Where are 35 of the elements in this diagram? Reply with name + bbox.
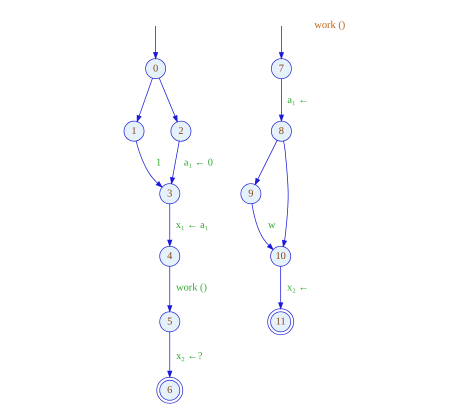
arrow — [135, 140, 162, 188]
edge-label: 1 — [155, 158, 161, 169]
edge-label: work () — [176, 282, 207, 294]
edge-label: x₁ ← a₁ — [175, 220, 208, 232]
arrow — [278, 266, 283, 310]
arrow — [282, 140, 288, 248]
arrow — [278, 26, 284, 60]
arrow — [166, 204, 172, 248]
edge-label: x₂ ←? — [176, 351, 202, 362]
arrow — [170, 140, 180, 185]
arrow — [152, 26, 158, 60]
node-circle: 9 — [240, 183, 261, 204]
node-circle: 5 — [158, 311, 180, 332]
edge-label: x₂ ← — [286, 282, 308, 294]
edge-label: a₁ ← 0 — [183, 158, 212, 169]
node-circle: 3 — [158, 183, 180, 204]
arrow — [136, 78, 152, 123]
node-circle: 11 — [266, 308, 294, 336]
arrow — [251, 204, 274, 250]
node-circle: 2 — [170, 120, 191, 142]
node-circle: 4 — [158, 246, 180, 267]
node-circle: 8 — [270, 120, 292, 142]
edge-label: a₁ ← — [286, 95, 308, 106]
arrow — [166, 331, 172, 378]
node-circle: 7 — [270, 58, 292, 80]
node-circle: 6 — [156, 376, 183, 404]
node-circle: 0 — [144, 58, 166, 80]
label: work () — [314, 20, 345, 31]
edge-label: w — [268, 220, 276, 232]
node-circle: 10 — [270, 246, 291, 267]
arrow — [166, 266, 172, 313]
node-circle: 1 — [123, 120, 144, 142]
arrow — [158, 78, 178, 123]
arrow — [254, 140, 278, 186]
arrow — [278, 78, 284, 122]
